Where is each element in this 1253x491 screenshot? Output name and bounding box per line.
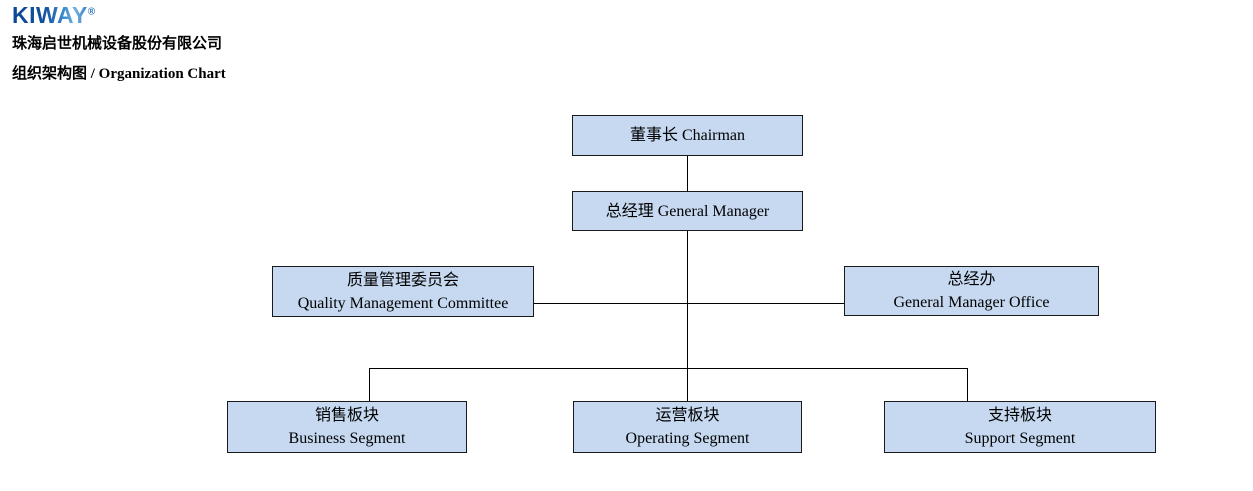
page-title: 组织架构图 / Organization Chart <box>12 66 226 82</box>
connector-staff-row <box>534 303 844 304</box>
org-node-operating-segment: 运营板块 Operating Segment <box>573 401 802 453</box>
org-node-label-en: Operating Segment <box>625 430 750 447</box>
connector-drop-business <box>369 368 370 401</box>
org-node-label-en: General Manager Office <box>893 294 1050 311</box>
org-node-label-en: Support Segment <box>964 430 1076 447</box>
org-node-label: 董事长 Chairman <box>629 127 746 144</box>
org-node-support-segment: 支持板块 Support Segment <box>884 401 1156 453</box>
connector-bottom-span <box>369 368 968 369</box>
org-node-label-en: Business Segment <box>288 430 406 447</box>
org-node-label-en: Quality Management Committee <box>297 294 509 312</box>
company-name: 珠海启世机械设备股份有限公司 <box>12 35 223 52</box>
org-node-chairman: 董事长 Chairman <box>572 115 803 156</box>
org-node-business-segment: 销售板块 Business Segment <box>227 401 467 453</box>
connector-chairman-to-gm <box>687 156 688 191</box>
connector-gm-trunk <box>687 231 688 401</box>
org-node-label-cn: 运营板块 <box>655 407 720 424</box>
org-node-label-cn: 销售板块 <box>314 407 379 424</box>
kiway-logo: KIWAY® <box>12 2 96 29</box>
org-node-label-cn: 质量管理委员会 <box>346 271 459 289</box>
org-node-general-manager-office: 总经办 General Manager Office <box>844 266 1099 316</box>
org-node-label: 总经理 General Manager <box>605 202 770 220</box>
org-node-general-manager: 总经理 General Manager <box>572 191 803 231</box>
logo-text: KIWAY <box>12 2 88 28</box>
org-node-label-cn: 总经办 <box>947 271 996 288</box>
connector-drop-support <box>967 368 968 401</box>
org-node-quality-management-committee: 质量管理委员会 Quality Management Committee <box>272 266 534 317</box>
registered-trademark-icon: ® <box>87 6 96 18</box>
org-node-label-cn: 支持板块 <box>987 407 1052 424</box>
